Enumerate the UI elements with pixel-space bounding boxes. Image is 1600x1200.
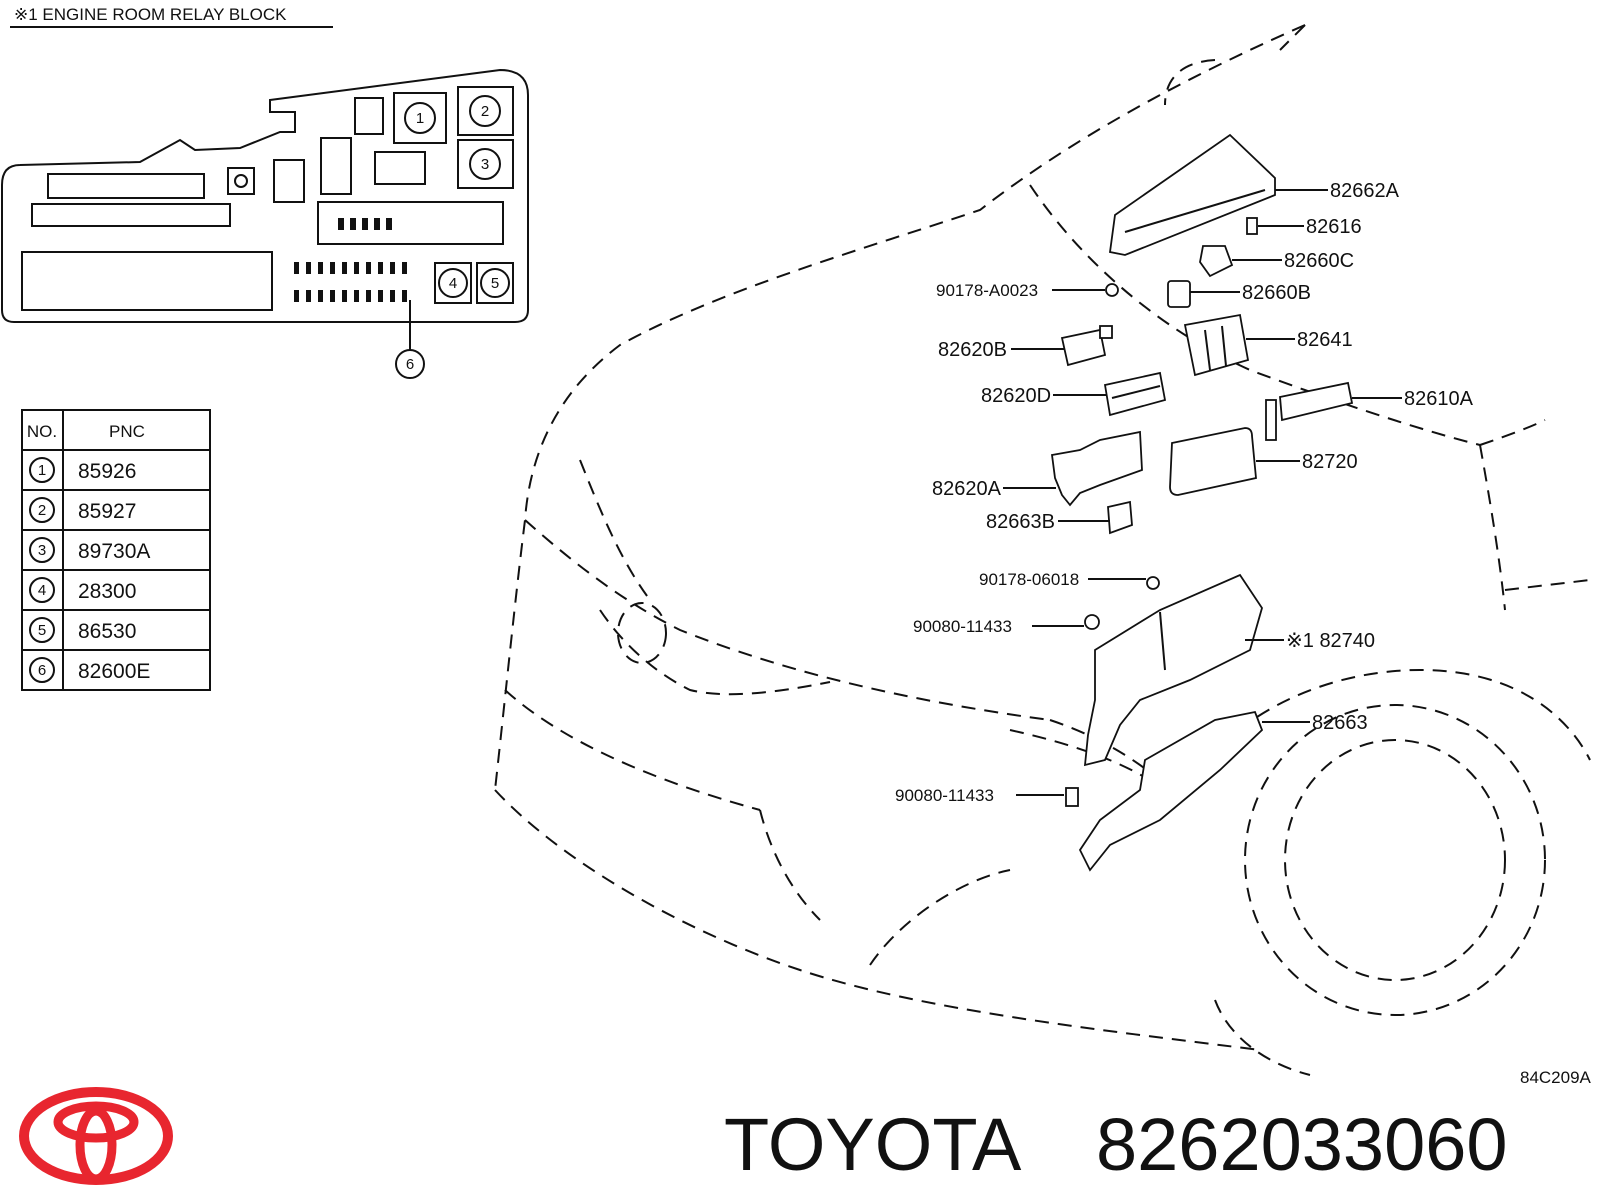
part-number: 8262033060 bbox=[1096, 1103, 1508, 1186]
label-90178-06018: 90178-06018 bbox=[979, 570, 1079, 589]
svg-text:3: 3 bbox=[38, 542, 46, 559]
svg-text:2: 2 bbox=[481, 103, 489, 120]
label-82620b: 82620B bbox=[938, 339, 1007, 361]
part-82620d bbox=[1103, 371, 1167, 417]
svg-text:86530: 86530 bbox=[78, 620, 136, 643]
relay-block-title: ※1 ENGINE ROOM RELAY BLOCK bbox=[14, 5, 287, 24]
part-90080-11433-lower bbox=[1065, 787, 1079, 807]
label-90178-a0023: 90178-A0023 bbox=[936, 281, 1038, 300]
callout-2: 2 bbox=[469, 95, 501, 127]
svg-text:85927: 85927 bbox=[78, 500, 136, 523]
svg-text:5: 5 bbox=[38, 622, 46, 639]
label-82662a: 82662A bbox=[1330, 180, 1400, 202]
svg-text:4: 4 bbox=[38, 582, 46, 599]
label-82620d: 82620D bbox=[981, 385, 1051, 407]
table-row: 6 82600E bbox=[29, 657, 150, 683]
table-row: 5 86530 bbox=[29, 617, 136, 643]
label-82660c: 82660C bbox=[1284, 250, 1354, 272]
part-90080-11433-upper bbox=[1084, 614, 1100, 630]
label-82740: ※1 82740 bbox=[1286, 630, 1375, 652]
svg-text:4: 4 bbox=[449, 275, 457, 292]
part-82610a bbox=[1265, 381, 1354, 441]
label-82663b: 82663B bbox=[986, 511, 1055, 533]
part-82660b bbox=[1167, 280, 1191, 308]
part-90178-a0023 bbox=[1105, 283, 1119, 297]
callout-4: 4 bbox=[438, 268, 468, 298]
label-82663: 82663 bbox=[1312, 712, 1368, 734]
callout-6: 6 bbox=[395, 349, 425, 379]
part-82662a bbox=[1108, 133, 1276, 256]
label-82620a: 82620A bbox=[932, 478, 1002, 500]
table-row: 1 85926 bbox=[29, 457, 136, 483]
svg-text:1: 1 bbox=[38, 462, 46, 479]
part-82620b bbox=[1060, 325, 1113, 367]
part-82663b bbox=[1107, 500, 1133, 535]
callout-3: 3 bbox=[469, 148, 501, 180]
part-82740 bbox=[1083, 573, 1263, 767]
table-row: 4 28300 bbox=[29, 577, 136, 603]
table-row: 2 85927 bbox=[29, 497, 136, 523]
svg-text:28300: 28300 bbox=[78, 580, 136, 603]
label-90080-11433-lower: 90080-11433 bbox=[895, 786, 994, 805]
svg-text:82600E: 82600E bbox=[78, 660, 150, 683]
part-90178-06018 bbox=[1146, 576, 1160, 590]
svg-text:3: 3 bbox=[481, 156, 489, 173]
label-82616: 82616 bbox=[1306, 216, 1362, 238]
table-row: 3 89730A bbox=[29, 537, 150, 563]
label-82660b: 82660B bbox=[1242, 282, 1311, 304]
label-82720: 82720 bbox=[1302, 451, 1358, 473]
part-82620a bbox=[1050, 430, 1143, 507]
svg-text:5: 5 bbox=[491, 275, 499, 292]
relay-block-drawing bbox=[1, 68, 529, 350]
part-82663 bbox=[1078, 710, 1264, 872]
label-90080-11433-upper: 90080-11433 bbox=[913, 617, 1012, 636]
toyota-logo bbox=[19, 1087, 173, 1185]
svg-text:2: 2 bbox=[38, 502, 46, 519]
callout-5: 5 bbox=[480, 268, 510, 298]
label-82641: 82641 bbox=[1297, 329, 1353, 351]
brand-name: TOYOTA bbox=[724, 1103, 1022, 1186]
part-82641 bbox=[1183, 313, 1250, 377]
svg-text:85926: 85926 bbox=[78, 460, 136, 483]
pnc-header-pnc: PNC bbox=[109, 422, 145, 441]
label-82610a: 82610A bbox=[1404, 388, 1474, 410]
part-82660c bbox=[1199, 245, 1234, 278]
svg-text:6: 6 bbox=[406, 356, 414, 373]
svg-text:6: 6 bbox=[38, 662, 46, 679]
part-82720 bbox=[1169, 427, 1257, 496]
pnc-header-no: NO. bbox=[27, 422, 57, 441]
leader-lines bbox=[1003, 189, 1402, 796]
pnc-table: NO. PNC 1 85926 2 85927 3 89730A 4 28300… bbox=[21, 409, 211, 691]
callout-1: 1 bbox=[404, 102, 436, 134]
svg-text:1: 1 bbox=[416, 110, 424, 127]
car-body-outline bbox=[494, 24, 1591, 1076]
diagram-code: 84C209A bbox=[1520, 1068, 1592, 1087]
part-82616 bbox=[1246, 217, 1258, 235]
svg-text:89730A: 89730A bbox=[78, 540, 150, 563]
